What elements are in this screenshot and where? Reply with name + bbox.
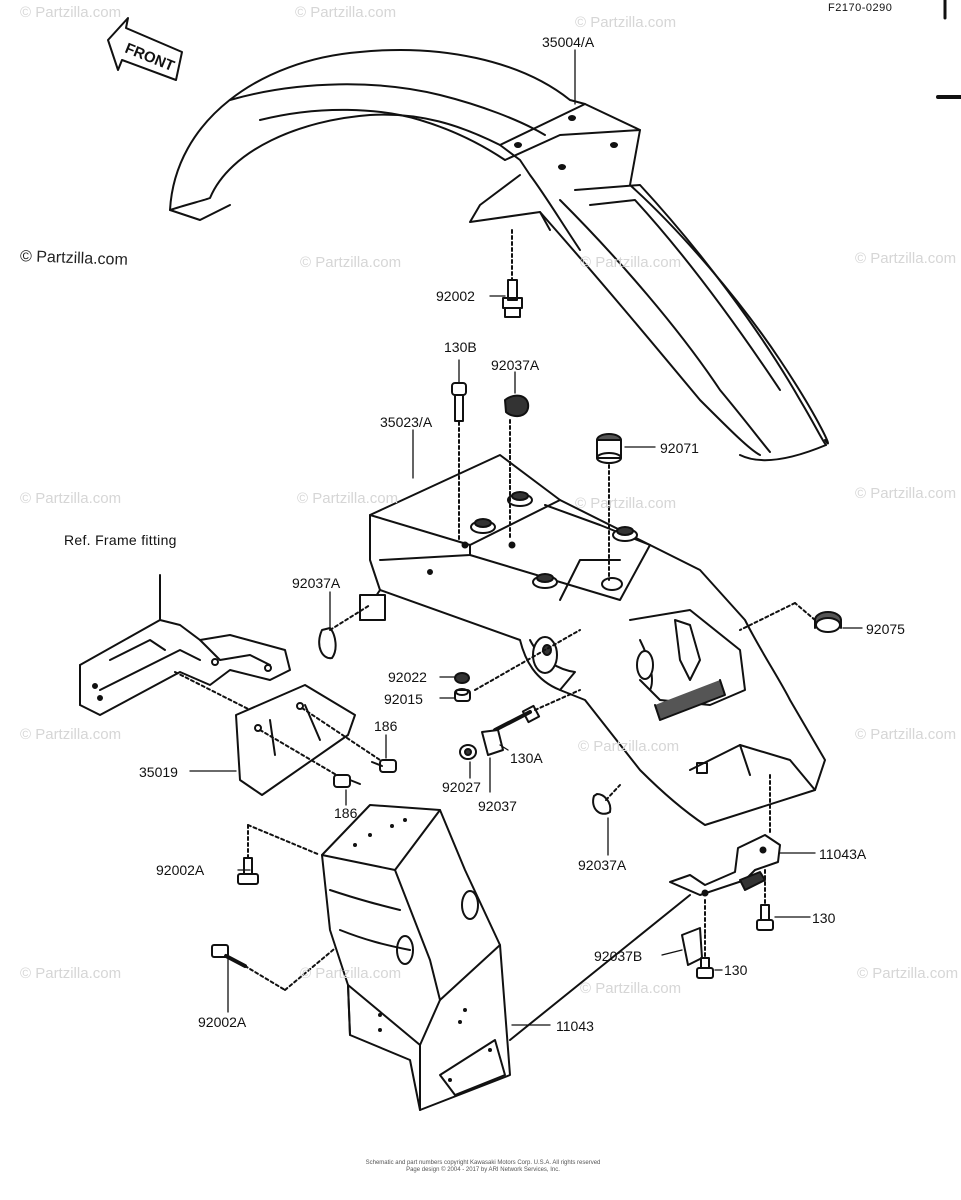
nut-92015-icon	[454, 688, 471, 702]
reference-note: Ref. Frame fitting	[64, 532, 177, 548]
watermark: © Partzilla.com	[20, 4, 122, 21]
clip-92037a-bottom-icon	[592, 784, 621, 815]
watermark: © Partzilla.com	[20, 965, 122, 982]
bracket-11043a-drawing	[669, 774, 781, 897]
part-label: 92071	[660, 440, 699, 456]
part-label: 92002A	[198, 1014, 247, 1030]
part-label: 130	[812, 910, 836, 926]
mud-flap-11043-drawing	[321, 804, 691, 1111]
bracket-92037-icon	[481, 729, 504, 756]
part-label: 92015	[384, 691, 423, 707]
part-label: 35019	[139, 764, 178, 780]
part-label: 130A	[510, 750, 543, 766]
part-label: 130B	[444, 339, 477, 355]
document-id: F2170-0290	[828, 2, 893, 14]
part-label: 92037A	[578, 857, 627, 873]
bolt-130a-icon	[493, 689, 581, 732]
bolt-186-upper-icon	[371, 759, 397, 773]
copyright-footer: Schematic and part numbers copyright Kaw…	[338, 1160, 628, 1174]
watermark: © Partzilla.com	[855, 250, 957, 267]
footer-line-2: Page design © 2004 - 2017 by ARI Network…	[406, 1167, 560, 1173]
watermark: © Partzilla.com	[20, 490, 122, 507]
watermark: © Partzilla.com	[855, 485, 957, 502]
part-label: 35004/A	[542, 34, 595, 50]
part-label: 92037A	[491, 357, 540, 373]
watermark: © Partzilla.com	[575, 495, 677, 512]
watermark-primary: © Partzilla.com	[19, 248, 129, 269]
bracket-35019-drawing	[235, 684, 381, 796]
clip-92037a-left-icon	[318, 604, 371, 660]
bolt-130b-icon	[451, 382, 467, 541]
watermark: © Partzilla.com	[578, 738, 680, 755]
part-label: 11043A	[819, 846, 867, 862]
watermark: © Partzilla.com	[300, 254, 402, 271]
bolt-92002-icon	[502, 229, 523, 318]
part-label: 92002	[436, 288, 475, 304]
watermark: © Partzilla.com	[20, 726, 122, 743]
footer-line-1: Schematic and part numbers copyright Kaw…	[365, 1160, 601, 1166]
part-label: 92022	[388, 669, 427, 685]
part-label: 130	[724, 962, 748, 978]
part-label: 186	[374, 718, 398, 734]
watermark: © Partzilla.com	[857, 965, 959, 982]
bolt-186-lower-icon	[333, 774, 361, 788]
part-label: 92027	[442, 779, 481, 795]
part-label: 92037B	[594, 948, 643, 964]
part-label: 35023/A	[380, 414, 433, 430]
part-label: 186	[334, 805, 358, 821]
bolt-130-lower-icon	[696, 934, 714, 979]
part-label: 92002A	[156, 862, 205, 878]
watermark: © Partzilla.com	[575, 14, 677, 31]
bolt-92002a-upper-icon	[237, 824, 321, 885]
leader-lines	[189, 49, 863, 1026]
nut-92022-icon	[454, 672, 470, 684]
part-label: 92037A	[292, 575, 341, 591]
plug-92075-icon	[739, 602, 842, 633]
clip-92037b-icon	[681, 899, 706, 966]
watermark: © Partzilla.com	[300, 965, 402, 982]
part-label: 92075	[866, 621, 905, 637]
bolt-130-upper-icon	[756, 869, 774, 931]
front-fender-drawing	[169, 49, 829, 462]
part-label: 92037	[478, 798, 517, 814]
watermark: © Partzilla.com	[580, 980, 682, 997]
frame-fitting-drawing	[79, 574, 291, 721]
front-arrow-icon: FRONT	[107, 17, 183, 81]
watermark: © Partzilla.com	[855, 726, 957, 743]
watermark: © Partzilla.com	[297, 490, 399, 507]
nut-92027-icon	[459, 744, 477, 760]
part-label: 11043	[556, 1018, 594, 1034]
watermark: © Partzilla.com	[295, 4, 397, 21]
watermark: © Partzilla.com	[580, 254, 682, 271]
